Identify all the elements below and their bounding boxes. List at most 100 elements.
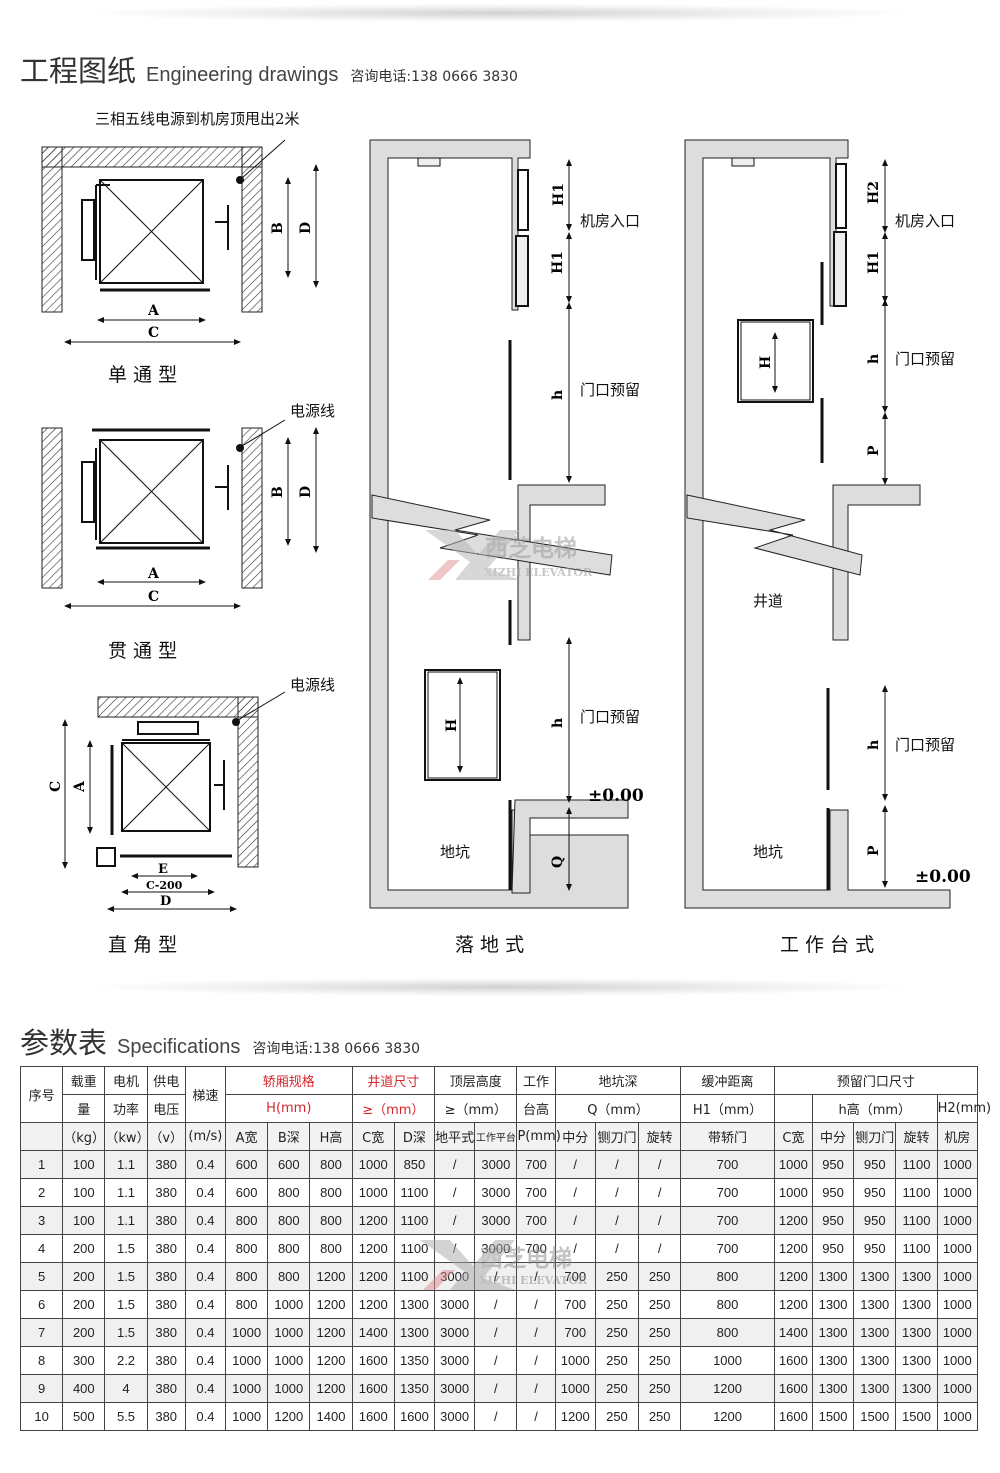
brand-watermark: 西芝电梯 XIZHI ELEVATOR (425, 530, 593, 580)
zero-level-label: ±0.00 (915, 867, 971, 887)
single-entry-caption: 单 通 型 (108, 364, 177, 386)
drawings-title-en: Engineering drawings (146, 64, 339, 86)
door-reserve-label: 门口预留 (580, 708, 640, 726)
table-cell: 1300 (811, 1346, 855, 1375)
header-seq: 序号 (19, 1066, 64, 1123)
platform-type-section: H H2 机房入口 H1 h 门口预留 P 井道 h 门口预留 P ±0.00 … (684, 139, 971, 956)
table-cell: 1600 (393, 1402, 436, 1431)
table-cell: / (434, 1234, 476, 1263)
table-cell: / (474, 1318, 518, 1347)
table-cell: 1000 (224, 1402, 269, 1431)
table-cell: 800 (267, 1206, 311, 1235)
table-cell: 1600 (351, 1374, 395, 1403)
table-cell: 7 (19, 1318, 64, 1347)
table-cell: 250 (594, 1318, 640, 1347)
table-cell: / (516, 1346, 556, 1375)
table-cell: 800 (309, 1206, 353, 1235)
header-door-blank (773, 1094, 813, 1123)
table-cell: 1200 (351, 1290, 395, 1319)
machine-room-entry-label: 机房入口 (580, 212, 640, 230)
table-cell: 1000 (936, 1402, 979, 1431)
table-cell: 1000 (936, 1150, 979, 1179)
table-cell: 380 (146, 1402, 186, 1431)
table-cell: 250 (638, 1290, 682, 1319)
table-cell: 3000 (474, 1178, 518, 1207)
table-cell: 0.4 (184, 1346, 227, 1375)
table-cell: / (434, 1206, 476, 1235)
table-cell: 250 (594, 1262, 640, 1291)
table-cell: 6 (19, 1290, 64, 1319)
through-entry-plan: 电源线 A C B D 贯 通 型 (41, 402, 335, 662)
table-cell: 380 (146, 1374, 186, 1403)
table-cell: 3000 (474, 1150, 518, 1179)
table-cell: 3000 (434, 1346, 476, 1375)
header-door-reserve: 预留门口尺寸 (773, 1066, 979, 1095)
table-cell: 3000 (474, 1206, 518, 1235)
table-cell: 1600 (351, 1346, 395, 1375)
table-cell: 800 (267, 1234, 311, 1263)
table-cell: 1200 (309, 1318, 353, 1347)
single-entry-plan: 三相五线电源到机房顶甩出2米 A C B D 单 通 型 (41, 110, 319, 386)
spec-table-wrapper: 序号 载重 电机 供电 梯速 轿厢规格 井道尺寸 顶层高度 工作 地坑深 缓冲距… (19, 1066, 991, 1431)
drawings-phone: 咨询电话:138 0666 3830 (350, 69, 518, 85)
header-motor: 电机 (104, 1066, 148, 1095)
table-cell: 800 (680, 1290, 775, 1319)
header-buffer-unit: H1（mm） (680, 1094, 775, 1123)
table-cell: 1000 (267, 1290, 311, 1319)
table-cell: 5.5 (104, 1402, 148, 1431)
table-cell: 200 (62, 1290, 106, 1319)
header-col-5: B深 (267, 1122, 311, 1151)
table-cell: / (638, 1178, 682, 1207)
header-col-11: P(mm) (516, 1122, 561, 1151)
table-cell: / (516, 1402, 556, 1431)
table-cell: 1200 (351, 1206, 395, 1235)
table-cell: 250 (594, 1346, 640, 1375)
table-cell: 1100 (895, 1206, 938, 1235)
table-cell: 250 (638, 1346, 682, 1375)
specs-title-en: Specifications (117, 1036, 241, 1058)
machine-room-entry-label: 机房入口 (895, 212, 955, 230)
drawings-title-zh: 工程图纸 (20, 54, 137, 88)
table-cell: 2.2 (104, 1346, 148, 1375)
table-cell: 0.4 (184, 1318, 227, 1347)
table-cell: / (594, 1178, 640, 1207)
header-col-15: 带轿门 (680, 1122, 775, 1151)
corner-entry-caption: 直 角 型 (108, 934, 177, 956)
header-col-12: 中分 (554, 1122, 596, 1151)
table-cell: / (554, 1234, 596, 1263)
table-cell: 1000 (936, 1374, 979, 1403)
table-cell: 1500 (895, 1402, 938, 1431)
table-cell: 1500 (811, 1402, 855, 1431)
dim-small-h-label: h (550, 718, 566, 728)
header-col-6: H高 (309, 1122, 353, 1151)
table-cell: 0.4 (184, 1290, 227, 1319)
table-cell: 500 (62, 1402, 106, 1431)
table-cell: 5 (19, 1262, 64, 1291)
door-reserve-label: 门口预留 (895, 350, 955, 368)
table-cell: 1.5 (104, 1318, 148, 1347)
header-col-20: 机房 (936, 1122, 979, 1151)
table-cell: 950 (853, 1234, 897, 1263)
table-cell: 1300 (853, 1374, 897, 1403)
table-cell: 1500 (853, 1402, 897, 1431)
table-cell: 800 (309, 1150, 353, 1179)
table-cell: 1 (19, 1150, 64, 1179)
table-cell: 3000 (434, 1318, 476, 1347)
dim-e-label: E (158, 862, 168, 877)
table-cell: 1200 (309, 1290, 353, 1319)
header-supply-2: 电压 (146, 1094, 186, 1123)
table-cell: 1000 (773, 1150, 813, 1179)
table-cell: 1300 (811, 1290, 855, 1319)
power-note: 三相五线电源到机房顶甩出2米 (95, 110, 300, 128)
header-pit-depth: 地坑深 (554, 1066, 682, 1095)
dim-a-label: A (147, 566, 160, 582)
table-cell: / (434, 1178, 476, 1207)
table-cell: 1000 (936, 1346, 979, 1375)
table-cell: / (594, 1234, 640, 1263)
table-cell: 800 (309, 1234, 353, 1263)
floor-type-section: H H1 H1 机房入口 h 门口预留 h 门口预留 ±0.00 Q 地坑 落 … (369, 139, 644, 956)
table-cell: 1.1 (104, 1206, 148, 1235)
